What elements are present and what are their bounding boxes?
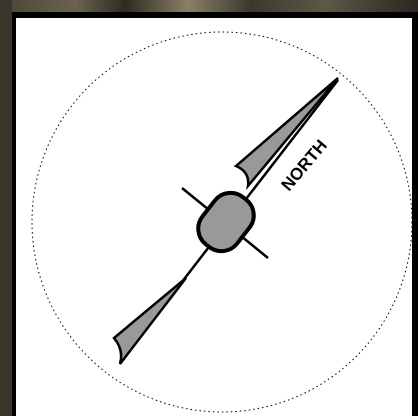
south-needle-blade	[114, 278, 186, 364]
north-label: NORTH	[278, 136, 331, 195]
pivot-ring-icon	[190, 185, 262, 259]
